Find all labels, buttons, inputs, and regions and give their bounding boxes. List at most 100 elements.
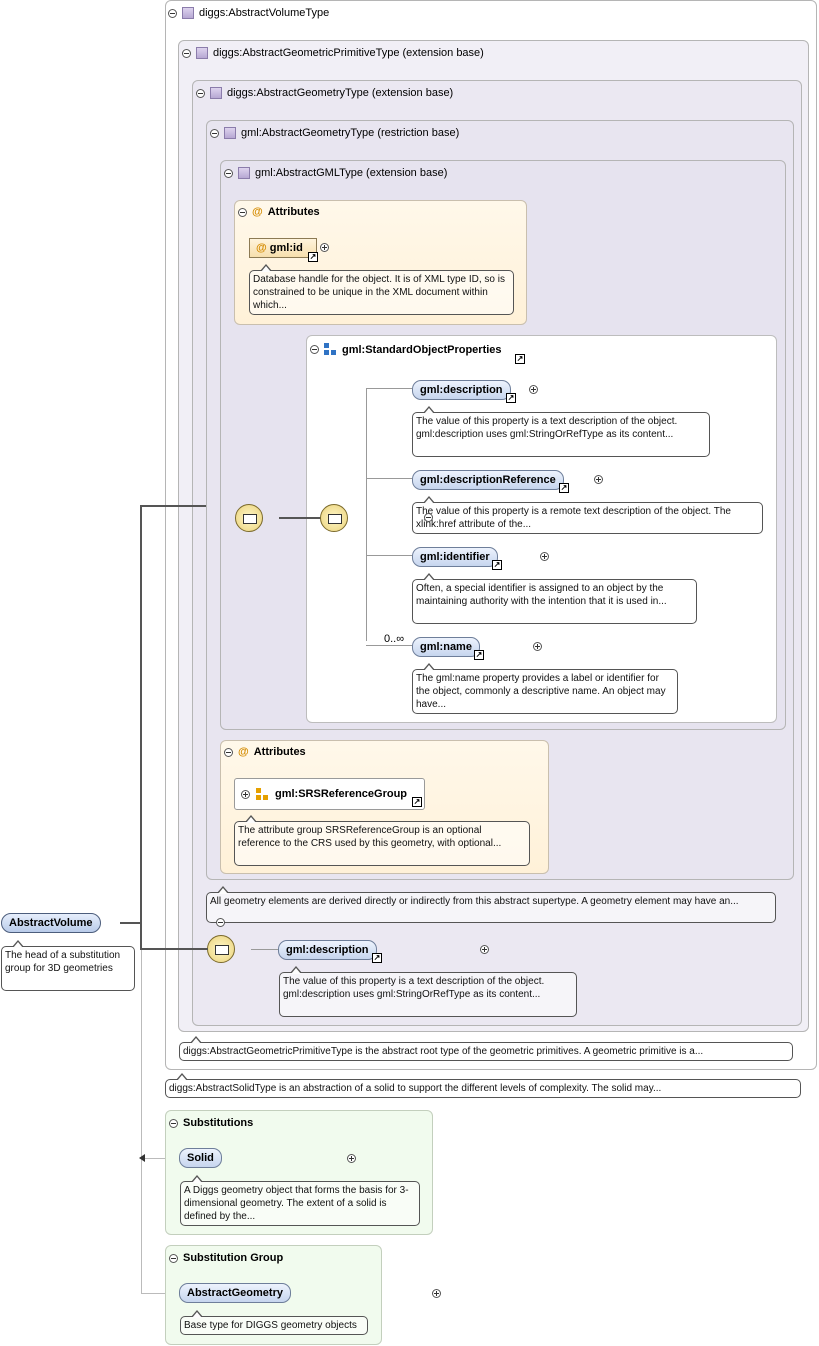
expand-toggle-icon[interactable] xyxy=(431,1289,441,1298)
collapse-toggle-icon[interactable] xyxy=(238,207,247,217)
srs-reference-group[interactable]: gml:SRSReferenceGroup xyxy=(234,778,425,810)
root-connector xyxy=(120,922,141,924)
substitutions-title: Substitutions xyxy=(183,1117,254,1129)
solid-doc: A Diggs geometry object that forms the b… xyxy=(180,1175,420,1226)
reference-arrow-icon[interactable]: ↗ xyxy=(308,252,318,262)
reference-arrow-icon[interactable]: ↗ xyxy=(492,560,502,570)
expand-toggle-icon[interactable] xyxy=(540,552,550,561)
substitution-group-header[interactable]: Substitution Group xyxy=(169,1252,283,1264)
type-icon xyxy=(210,87,222,99)
standard-object-properties-header[interactable]: gml:StandardObjectProperties xyxy=(310,343,502,356)
abstract-geometry-element[interactable]: AbstractGeometry xyxy=(179,1283,291,1303)
diggs-gml-description-element[interactable]: gml:description xyxy=(278,940,377,960)
solid-element[interactable]: Solid xyxy=(179,1148,222,1168)
type-icon xyxy=(224,127,236,139)
expand-toggle-icon[interactable] xyxy=(346,1154,356,1163)
sequence-connector xyxy=(366,478,412,479)
expand-toggle-icon[interactable] xyxy=(594,475,604,484)
reference-arrow-icon[interactable]: ↗ xyxy=(474,650,484,660)
collapse-toggle-icon[interactable] xyxy=(182,48,191,58)
primitive-type-label: diggs:AbstractGeometricPrimitiveType (ex… xyxy=(213,47,484,59)
diggs-gml-description-doc: The value of this property is a text des… xyxy=(279,966,577,1017)
sequence-icon[interactable] xyxy=(207,935,235,963)
multiplicity-label: 0..∞ xyxy=(384,633,405,645)
group-icon xyxy=(256,787,269,801)
primitive-type-doc: diggs:AbstractGeometricPrimitiveType is … xyxy=(179,1036,793,1061)
collapse-toggle-icon[interactable] xyxy=(424,513,434,522)
collapse-toggle-icon[interactable] xyxy=(310,345,319,354)
attribute-at-icon: @ xyxy=(256,242,267,254)
attribute-at-icon: @ xyxy=(238,746,249,758)
collapse-toggle-icon[interactable] xyxy=(169,1118,178,1128)
sequence-connector xyxy=(366,388,412,389)
gml-description-element[interactable]: gml:description xyxy=(412,380,511,400)
expand-toggle-icon[interactable] xyxy=(533,642,543,651)
group-icon xyxy=(324,343,337,356)
substitutions-header[interactable]: Substitutions xyxy=(169,1117,253,1129)
abstract-geometry-type-doc: All geometry elements are derived direct… xyxy=(206,886,776,923)
gml-id-attribute[interactable]: @ gml:id xyxy=(249,238,317,258)
expand-toggle-icon[interactable] xyxy=(320,243,329,252)
root-connector xyxy=(140,505,206,507)
reference-arrow-icon[interactable]: ↗ xyxy=(506,393,516,403)
attributes-title: Attributes xyxy=(253,746,306,758)
gml-id-doc: Database handle for the object. It is of… xyxy=(249,264,514,315)
attributes-header[interactable]: @ Attributes xyxy=(224,746,306,758)
type-icon xyxy=(196,47,208,59)
sequence-connector xyxy=(366,645,412,646)
attributes-header[interactable]: @ Attributes xyxy=(238,206,320,218)
gml-description-reference-element[interactable]: gml:descriptionReference xyxy=(412,470,564,490)
volume-type-header[interactable]: diggs:AbstractVolumeType xyxy=(168,7,329,19)
gml-name-element[interactable]: gml:name xyxy=(412,637,480,657)
gml-identifier-doc: Often, a special identifier is assigned … xyxy=(412,573,697,624)
gml-geometry-type-label: gml:AbstractGeometryType (restriction ba… xyxy=(241,127,460,139)
root-connector xyxy=(140,948,208,950)
srs-reference-group-label: gml:SRSReferenceGroup xyxy=(275,788,408,800)
gml-name-doc: The gml:name property provides a label o… xyxy=(412,663,678,714)
gml-description-reference-doc: The value of this property is a remote t… xyxy=(412,496,763,534)
collapse-toggle-icon[interactable] xyxy=(215,918,225,927)
root-connector xyxy=(140,505,142,950)
gml-id-label: gml:id xyxy=(269,242,303,254)
reference-arrow-icon[interactable]: ↗ xyxy=(412,797,422,807)
collapse-toggle-icon[interactable] xyxy=(196,88,205,98)
reference-arrow-icon[interactable]: ↗ xyxy=(515,354,525,364)
sequence-icon[interactable] xyxy=(235,504,263,532)
srs-reference-group-doc: The attribute group SRSReferenceGroup is… xyxy=(234,815,530,866)
diggs-geometry-type-header[interactable]: diggs:AbstractGeometryType (extension ba… xyxy=(196,87,453,99)
volume-type-label: diggs:AbstractVolumeType xyxy=(199,7,330,19)
attributes-title: Attributes xyxy=(267,206,320,218)
sequence-icon[interactable] xyxy=(320,504,348,532)
substitution-arrow-icon xyxy=(139,1154,145,1162)
collapse-toggle-icon[interactable] xyxy=(224,747,233,757)
gml-description-doc: The value of this property is a text des… xyxy=(412,406,710,457)
primitive-type-header[interactable]: diggs:AbstractGeometricPrimitiveType (ex… xyxy=(182,47,484,59)
collapse-toggle-icon[interactable] xyxy=(169,1253,178,1263)
abstract-volume-element[interactable]: AbstractVolume xyxy=(1,913,101,933)
substitution-connector xyxy=(141,1158,179,1159)
solid-type-doc: diggs:AbstractSolidType is an abstractio… xyxy=(165,1073,801,1098)
abstract-volume-doc: The head of a substitution group for 3D … xyxy=(1,940,135,991)
reference-arrow-icon[interactable]: ↗ xyxy=(372,953,382,963)
gml-type-label: gml:AbstractGMLType (extension base) xyxy=(255,167,448,179)
sequence-connector xyxy=(251,949,278,950)
collapse-toggle-icon[interactable] xyxy=(168,8,177,18)
reference-arrow-icon[interactable]: ↗ xyxy=(559,483,569,493)
sequence-connector xyxy=(366,388,367,641)
type-icon xyxy=(238,167,250,179)
expand-toggle-icon[interactable] xyxy=(529,385,539,394)
type-icon xyxy=(182,7,194,19)
substitution-connector xyxy=(141,950,142,1294)
gml-type-header[interactable]: gml:AbstractGMLType (extension base) xyxy=(224,167,447,179)
sequence-connector xyxy=(279,517,321,519)
gml-identifier-element[interactable]: gml:identifier xyxy=(412,547,498,567)
attribute-at-icon: @ xyxy=(252,206,263,218)
abstract-geometry-doc: Base type for DIGGS geometry objects xyxy=(180,1310,368,1335)
collapse-toggle-icon[interactable] xyxy=(224,168,233,178)
standard-object-properties-label: gml:StandardObjectProperties xyxy=(342,343,502,356)
expand-toggle-icon[interactable] xyxy=(241,789,250,799)
collapse-toggle-icon[interactable] xyxy=(210,128,219,138)
expand-toggle-icon[interactable] xyxy=(479,945,489,954)
sequence-connector xyxy=(366,555,412,556)
gml-geometry-type-header[interactable]: gml:AbstractGeometryType (restriction ba… xyxy=(210,127,459,139)
